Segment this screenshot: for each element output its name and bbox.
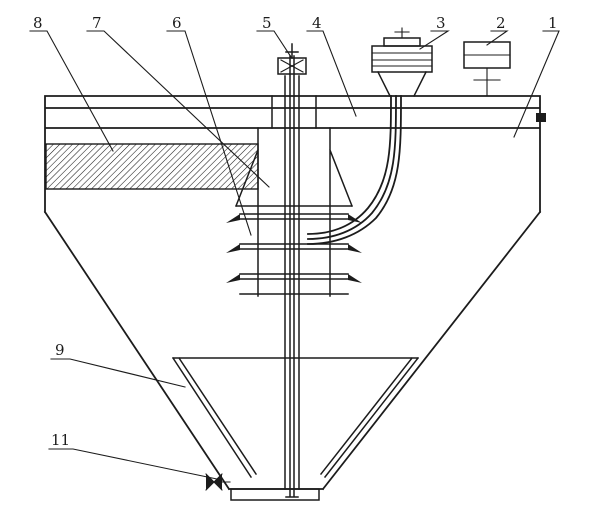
callout-2-leader: [486, 30, 509, 46]
callout-5-label: 5: [262, 14, 272, 32]
callout-9: 9: [50, 341, 186, 388]
control-box: [463, 41, 511, 97]
shaft-head-box: [277, 57, 307, 75]
drive-motor: [371, 27, 433, 98]
motor-fins: [371, 52, 433, 67]
callout-7-label: 7: [92, 14, 102, 32]
callout-7-leader: [86, 30, 270, 188]
central-shaft: [277, 43, 307, 498]
control-box-detail: [463, 54, 511, 97]
callout-2-label: 2: [496, 14, 506, 32]
callout-6-leader: [166, 30, 252, 236]
feed-launder: [45, 143, 259, 190]
callout-11-leader: [48, 448, 218, 480]
motor-stem: [394, 27, 410, 39]
callout-5: 5: [256, 14, 292, 58]
motor-fin-block: [371, 45, 433, 73]
callout-9-label: 9: [55, 341, 65, 359]
callout-11-label: 11: [51, 431, 70, 449]
callouts-layer: 8 7 6 5 4 3 2 1: [29, 14, 560, 480]
overflow-nub: [536, 113, 546, 122]
callout-1: 1: [513, 14, 560, 138]
valve-bowtie: [206, 474, 222, 490]
feed-pipe-wall-3: [307, 95, 402, 245]
inner-cone-path: [171, 356, 420, 479]
callout-3: 3: [419, 14, 450, 50]
callout-4-leader: [306, 30, 357, 117]
callout-6: 6: [166, 14, 252, 236]
callout-3-leader: [419, 30, 450, 50]
feed-pipe-wall-2: [307, 95, 397, 240]
callout-4-label: 4: [312, 14, 322, 32]
shaft-head-cross: [280, 59, 304, 73]
tank-body: [43, 95, 546, 501]
tank-outline-path: [43, 95, 542, 491]
motor-cap: [383, 37, 421, 47]
shaft-lines: [284, 43, 300, 498]
feed-pipe: [307, 95, 402, 245]
deflector-tips: [226, 214, 362, 283]
inner-cone-liner: [171, 356, 420, 479]
callout-6-label: 6: [172, 14, 182, 32]
callout-11: 11: [48, 431, 218, 480]
discharge-base: [230, 488, 320, 501]
callout-2: 2: [486, 14, 509, 46]
callout-8: 8: [29, 14, 114, 152]
callout-1-label: 1: [548, 14, 558, 32]
callout-9-leader: [50, 358, 186, 388]
callout-4: 4: [306, 14, 357, 117]
discharge-valve: [205, 473, 231, 491]
callout-3-label: 3: [436, 14, 446, 32]
callout-5-leader: [256, 30, 292, 58]
callout-7: 7: [86, 14, 270, 188]
launder-hatch-area: [45, 143, 259, 190]
motor-legs: [376, 70, 428, 98]
callout-1-leader: [513, 30, 560, 138]
callout-8-leader: [29, 30, 114, 152]
feed-pipe-wall-1: [307, 95, 392, 235]
callout-8-label: 8: [33, 14, 43, 32]
